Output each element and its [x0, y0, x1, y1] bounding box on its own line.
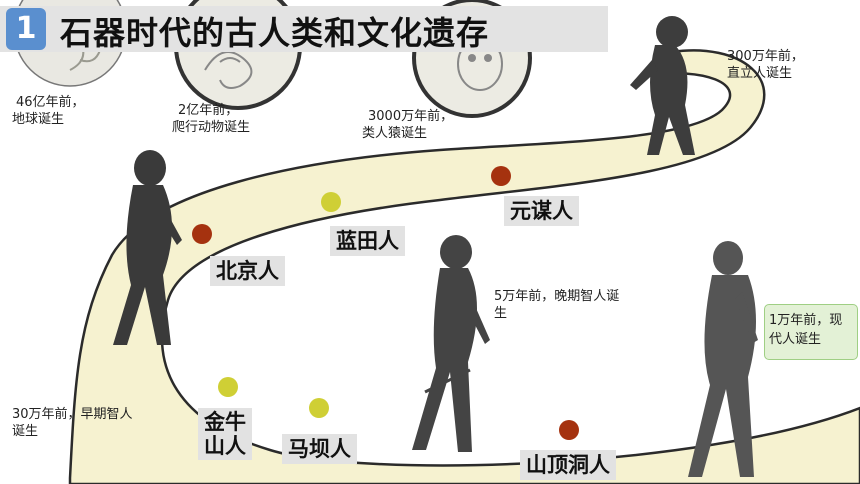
modern-human-figure-icon: [688, 241, 758, 477]
ape-figure-icon: [630, 16, 695, 155]
site-label-beijing: 北京人: [210, 256, 285, 286]
site-label-shandingdong: 山顶洞人: [520, 450, 616, 480]
caption-erectus: 300万年前， 直立人诞生: [727, 49, 804, 81]
dot-maba: [309, 398, 329, 418]
site-label-lantian: 蓝田人: [330, 226, 405, 256]
caption-earth: 46亿年前， 地球诞生: [12, 95, 85, 127]
caption-modern: 1万年前，现 代人诞生: [764, 304, 858, 360]
site-label-maba: 马坝人: [282, 434, 357, 464]
page-title: 石器时代的古人类和文化遗存: [60, 14, 490, 52]
title-bar: [0, 6, 608, 52]
caption-reptile: 2亿年前， 爬行动物诞生: [172, 103, 251, 135]
caption-ape: 3000万年前， 类人猿诞生: [362, 109, 454, 141]
dot-yuanmou: [491, 166, 511, 186]
site-label-jinniushan: 金牛 山人: [198, 408, 252, 460]
late-sapiens-figure-icon: [412, 235, 490, 452]
dot-shandingdong: [559, 420, 579, 440]
caption-early-sapiens: 30万年前，早期智人 诞生: [12, 407, 133, 439]
dot-jinniushan: [218, 377, 238, 397]
dot-beijing: [192, 224, 212, 244]
section-badge: 1: [6, 8, 46, 50]
site-label-yuanmou: 元谋人: [504, 196, 579, 226]
dot-lantian: [321, 192, 341, 212]
early-human-figure-icon: [113, 150, 182, 345]
caption-late-sapiens: 5万年前，晚期智人诞 生: [494, 289, 620, 321]
road-band: [68, 49, 860, 484]
